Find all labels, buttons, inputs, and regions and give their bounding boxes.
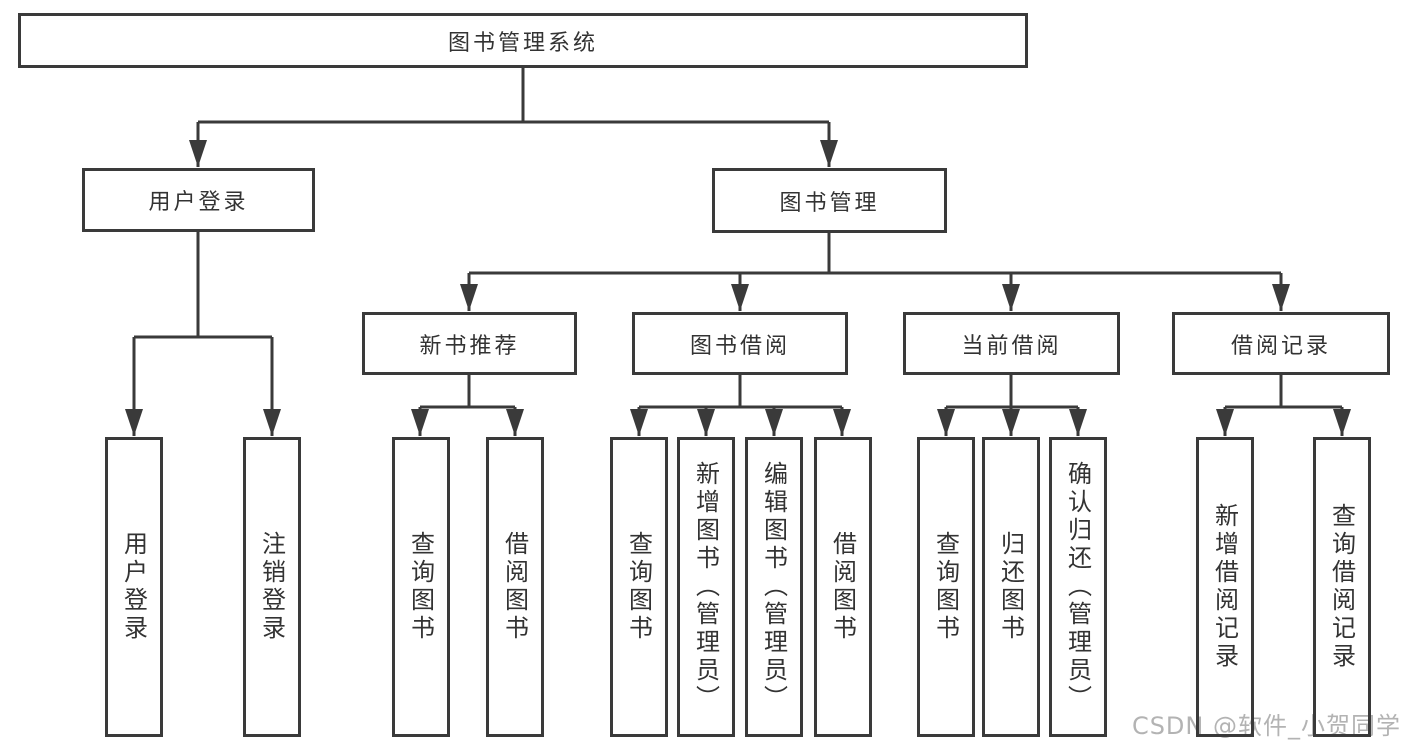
- node-library-system: 图书管理系统: [18, 13, 1028, 68]
- leaf-borrow-books-borrowing: 借阅图书: [814, 437, 872, 737]
- connector-edges: [132, 68, 1344, 436]
- node-new-book-recommendation: 新书推荐: [362, 312, 577, 375]
- leaf-query-books-current: 查询图书: [917, 437, 975, 737]
- arrowheads: [125, 140, 1351, 436]
- leaf-add-borrow-record: 新增借阅记录: [1196, 437, 1254, 737]
- node-book-borrowing: 图书借阅: [632, 312, 848, 375]
- leaf-edit-book-admin: 编辑图书（管理员）: [745, 437, 803, 737]
- leaf-logout: 注销登录: [243, 437, 301, 737]
- leaf-query-books-borrowing: 查询图书: [610, 437, 668, 737]
- node-user-login-branch: 用户登录: [82, 168, 315, 232]
- leaf-borrow-books-recommend: 借阅图书: [486, 437, 544, 737]
- node-borrowing-records: 借阅记录: [1172, 312, 1390, 375]
- leaf-return-book: 归还图书: [982, 437, 1040, 737]
- leaf-query-borrow-record: 查询借阅记录: [1313, 437, 1371, 737]
- node-book-management-branch: 图书管理: [712, 168, 947, 233]
- leaf-user-login: 用户登录: [105, 437, 163, 737]
- leaf-confirm-return-admin: 确认归还（管理员）: [1049, 437, 1107, 737]
- leaf-add-book-admin: 新增图书（管理员）: [677, 437, 735, 737]
- node-current-borrowing: 当前借阅: [903, 312, 1120, 375]
- leaf-query-books-recommend: 查询图书: [392, 437, 450, 737]
